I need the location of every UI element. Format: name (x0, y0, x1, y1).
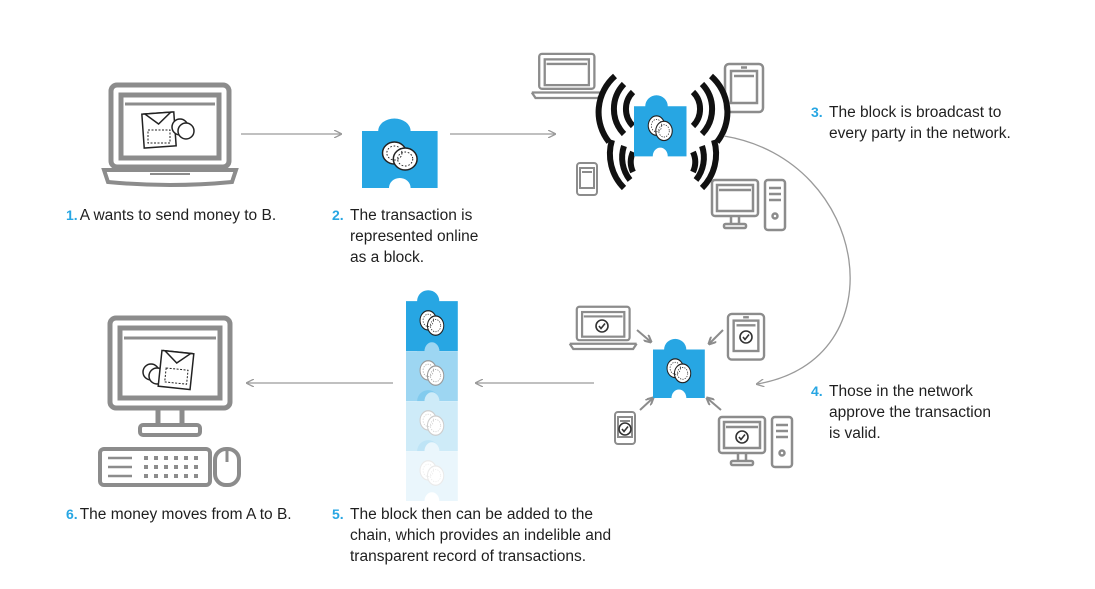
approve-check-icon (618, 422, 632, 436)
step-1-number: 1. (66, 207, 78, 223)
chain-blocks-icon (405, 289, 459, 502)
keypad-dots (144, 456, 198, 478)
step-6-caption: 6.The money moves from A to B. (66, 504, 292, 525)
approve-desktop-icon (717, 415, 794, 469)
step-5-caption: 5. The block then can be added to the cha… (332, 504, 611, 567)
approval-arrows (636, 329, 724, 411)
step-5-number: 5. (332, 506, 344, 522)
step-6-number: 6. (66, 506, 78, 522)
step-4-text: Those in the network approve the transac… (829, 383, 991, 442)
wallet-icon (141, 111, 195, 149)
broadcast-block-icon (633, 94, 688, 158)
step-2-number: 2. (332, 207, 344, 223)
arrow-3-to-4 (723, 135, 851, 384)
step-1-caption: 1.A wants to send money to B. (66, 205, 276, 226)
broadcast-phone-icon (576, 162, 598, 196)
step-2-text: The transaction is represented online as… (350, 207, 479, 266)
step-1-text: A wants to send money to B. (79, 207, 277, 224)
approve-phone-icon (614, 411, 636, 445)
approve-laptop-icon (568, 305, 638, 351)
receiver-desktop-icon (98, 315, 241, 487)
approve-check-icon (739, 330, 753, 344)
broadcast-laptop-icon (530, 52, 603, 100)
approval-block-icon (652, 338, 706, 399)
sender-laptop-icon (101, 82, 239, 187)
step-4-caption: 4. Those in the network approve the trans… (811, 381, 991, 444)
step-3-text: The block is broadcast to every party in… (829, 104, 1011, 142)
step-3-caption: 3. The block is broadcast to every party … (811, 102, 1011, 144)
approve-check-icon (735, 430, 749, 444)
broadcast-desktop-icon (710, 178, 787, 232)
approve-check-icon (595, 319, 609, 333)
step-2-caption: 2. The transaction is represented online … (332, 205, 478, 268)
step-5-text: The block then can be added to the chain… (350, 506, 612, 565)
approve-tablet-icon (726, 312, 766, 361)
broadcast-tablet-icon (723, 62, 765, 114)
block-puzzle-icon (361, 117, 439, 189)
broadcast-waves-icon (595, 73, 731, 191)
step-4-number: 4. (811, 383, 823, 399)
wallet-icon (142, 349, 195, 391)
step-3-number: 3. (811, 104, 823, 120)
step-6-text: The money moves from A to B. (79, 506, 292, 523)
